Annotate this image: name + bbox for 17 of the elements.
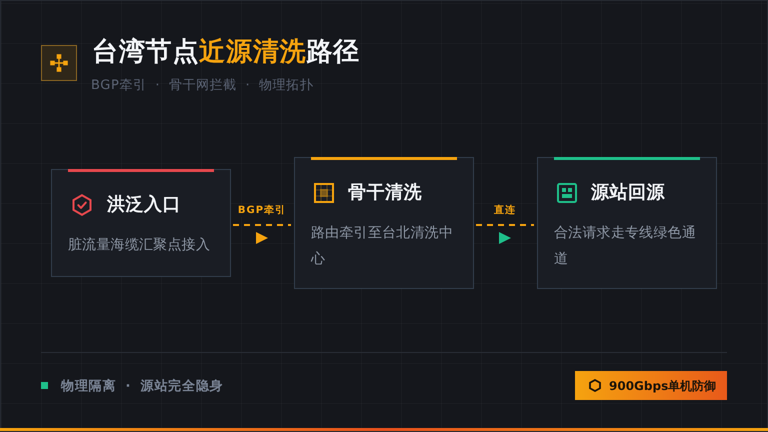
edge-label: 直连 [492,205,518,217]
card-description: 路由牵引至台北清洗中心 [311,224,454,269]
card-description: 合法请求走专线绿色通道 [554,224,697,269]
badge [575,371,727,400]
process-card [294,157,474,289]
card-title: 源站回源 [591,181,665,205]
badge-text: 900Gbps单机防御 [609,378,716,394]
title: 台湾节点近源清洗路径 [92,36,360,68]
card-title: 洪泛入口 [107,193,181,217]
card-description: 脏流量海缆汇聚点接入 [68,236,211,255]
dashed-arrow [233,224,291,244]
process-card [51,169,231,277]
dashed-arrow [476,224,534,244]
footnote: 物理隔离 · 源站完全隐身 [61,378,224,396]
process-card [537,157,717,289]
card-title: 骨干清洗 [348,181,422,205]
subtitle: BGP牵引 · 骨干网拦截 · 物理拓扑 [91,77,314,94]
